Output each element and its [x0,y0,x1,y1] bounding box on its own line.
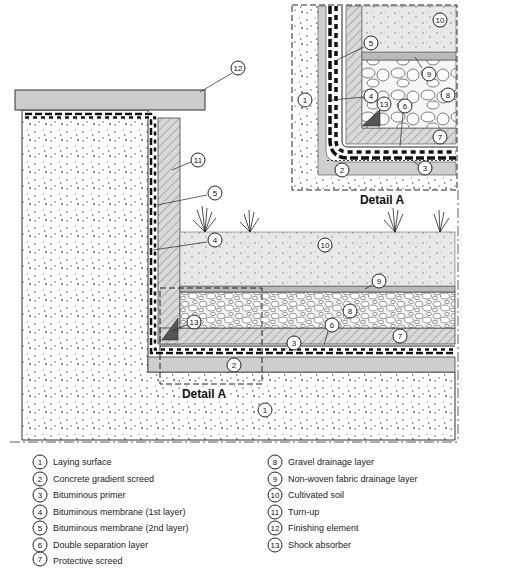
callout-number: 8 [343,304,358,319]
callout-number: 7 [393,329,408,344]
legend-text: Bituminous membrane (2nd layer) [53,523,189,533]
callout-number: 3 [418,161,433,176]
legend-text: Non-woven fabric drainage layer [288,474,418,484]
callout-number: 8 [441,88,456,103]
legend-text: Laying surface [53,457,112,467]
callout-number: 9 [372,274,387,289]
legend-text: Gravel drainage layer [288,457,374,467]
callout-number: 6 [398,99,413,114]
legend-number: 6 [33,537,48,552]
legend-text: Double separation layer [53,540,148,550]
legend-number: 8 [268,455,283,470]
callout-number: 12 [231,61,246,76]
legend-text: Turn-up [288,507,319,517]
legend-number: 5 [33,521,48,536]
callout-number: 5 [208,186,223,201]
legend-text: Cultivated soil [288,490,344,500]
callout-number: 13 [377,97,392,112]
legend-number: 1 [33,455,48,470]
callout-number: 11 [191,153,206,168]
callout-number: 2 [335,163,350,178]
callout-number: 4 [208,233,223,248]
legend-number: 7 [33,551,48,566]
legend-text: Bituminous primer [53,490,126,500]
callout-number: 9 [422,67,437,82]
callout-number: 13 [187,315,202,330]
legend-number: 11 [268,504,283,519]
legend-number: 13 [268,537,283,552]
callout-number: 5 [364,36,379,51]
legend-text: Shock absorber [288,540,351,550]
legend-number: 10 [268,488,283,503]
detail-title: Detail A [180,387,228,401]
callout-number: 1 [298,93,313,108]
legend-number: 12 [268,521,283,536]
callout-number: 10 [318,238,333,253]
callout-number: 2 [227,358,242,373]
callout-number: 7 [433,130,448,145]
legend-number: 3 [33,488,48,503]
legend-number: 2 [33,471,48,486]
callout-number: 3 [287,336,302,351]
legend-text: Protective screed [53,556,123,566]
callout-number: 6 [325,318,340,333]
legend-text: Finishing element [288,523,359,533]
callout-number: 1 [258,403,273,418]
legend-text: Concrete gradient screed [53,474,154,484]
legend-text: Bituminous membrane (1st layer) [53,507,186,517]
legend-number: 9 [268,471,283,486]
legend-number: 4 [33,504,48,519]
callout-number: 10 [433,13,448,28]
detail-title: Detail A [358,193,406,207]
